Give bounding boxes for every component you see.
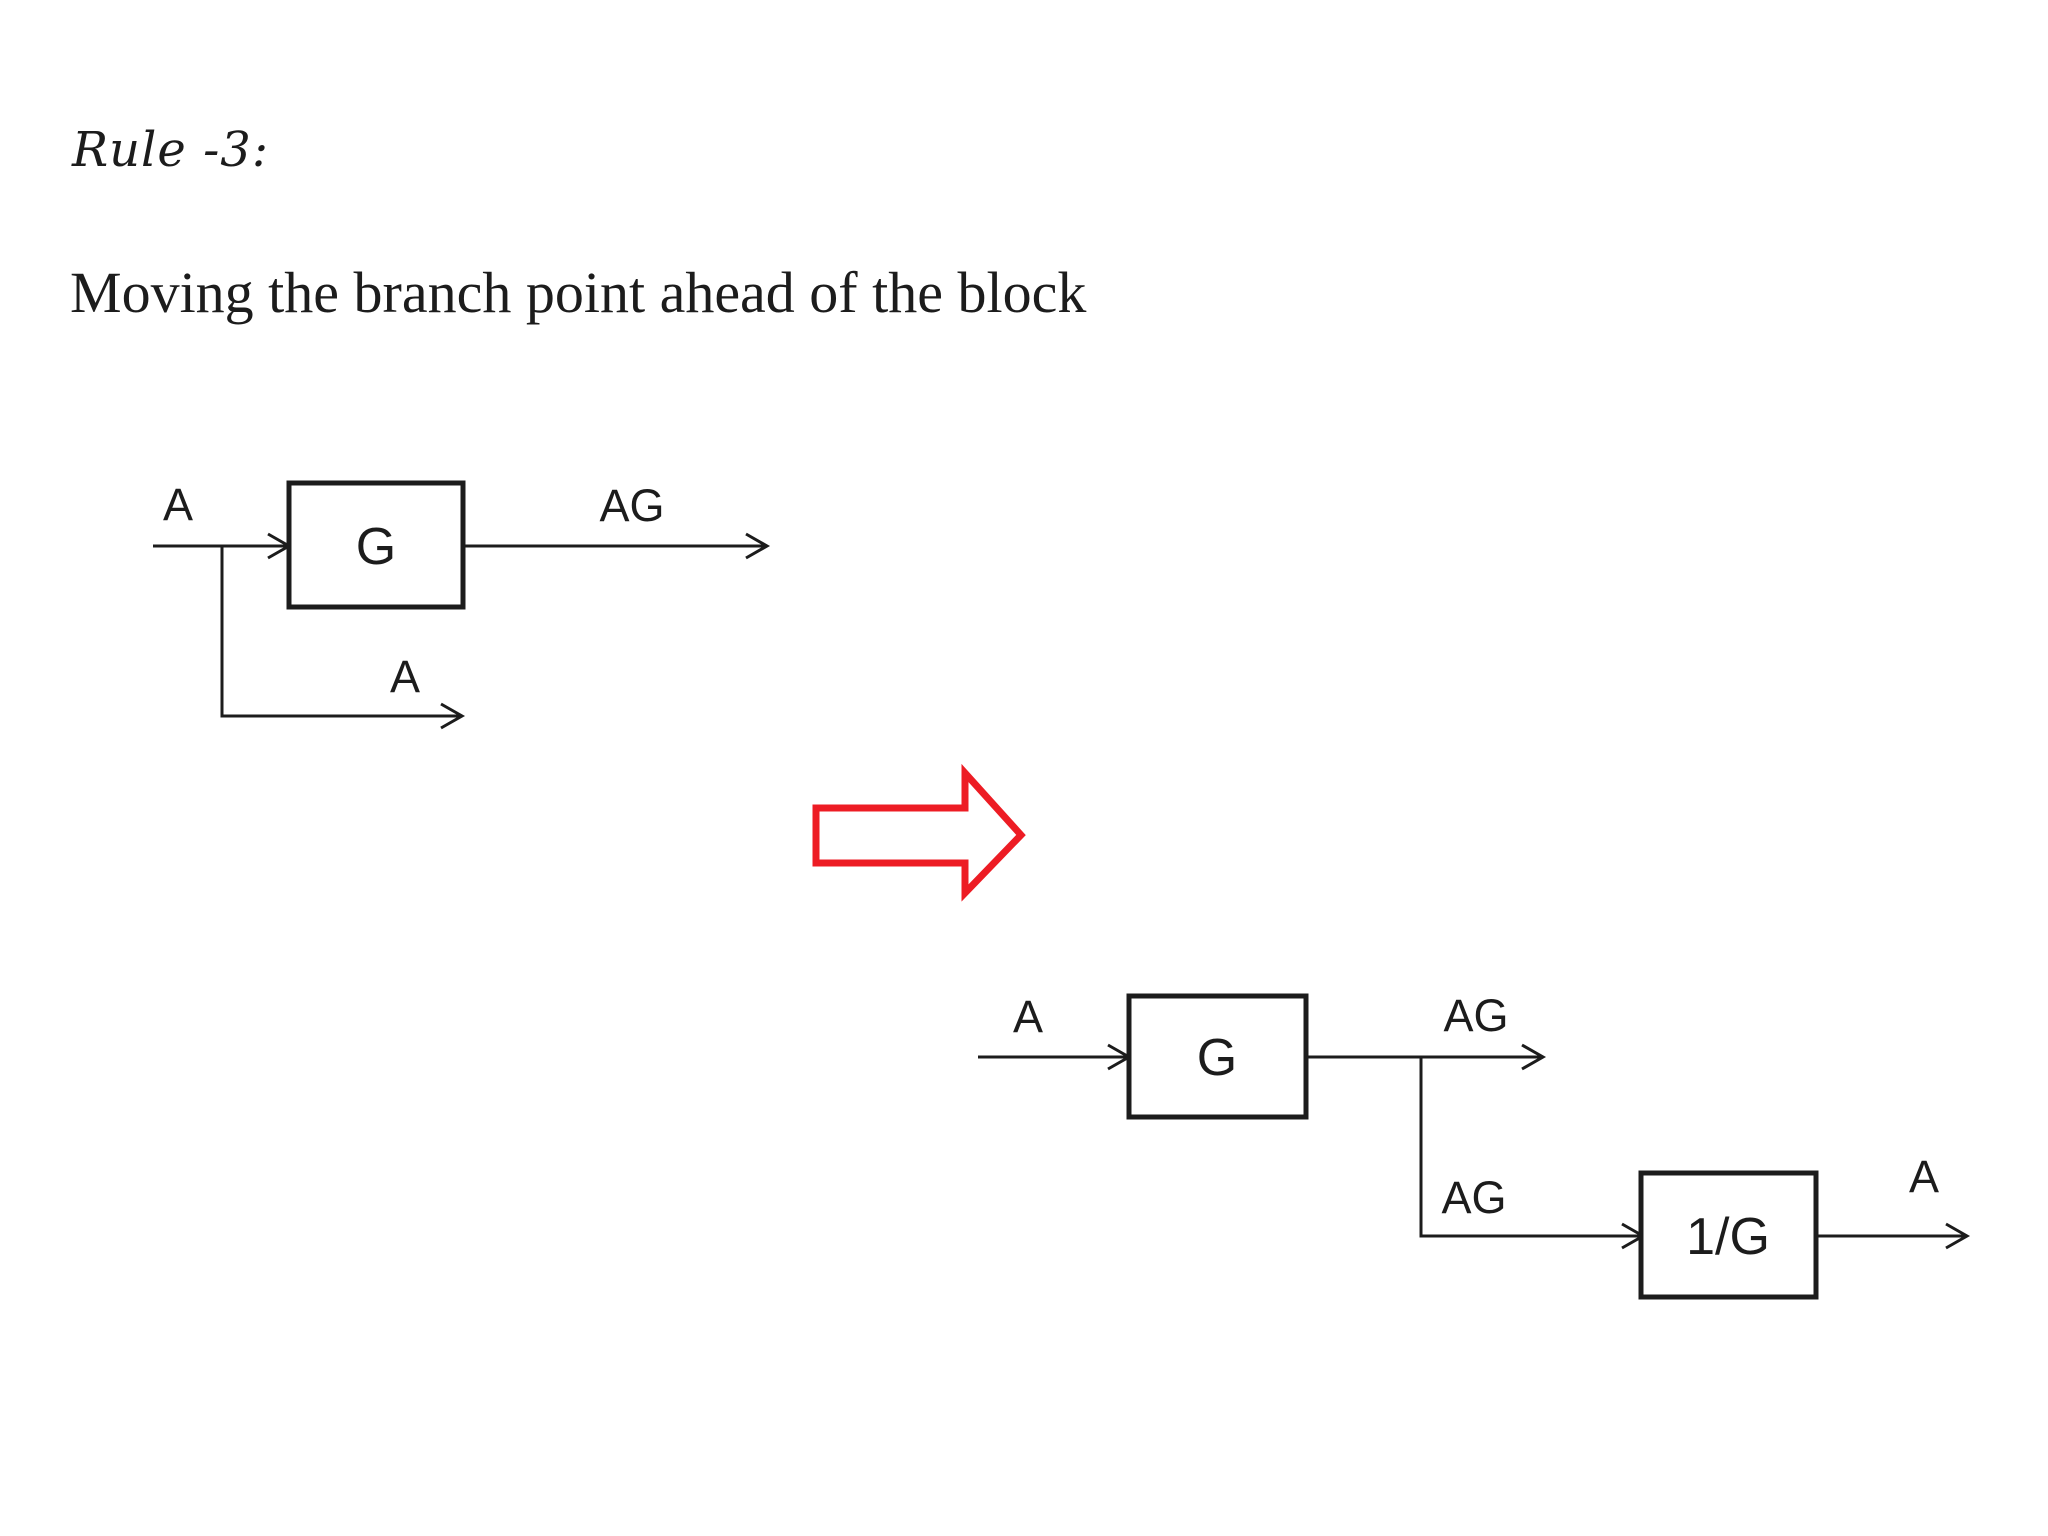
output-label-after: AG [1443,990,1508,1041]
branch-label-after: AG [1441,1172,1506,1223]
g-block-label-before: G [356,518,396,576]
page-subtitle: Moving the branch point ahead of the blo… [70,260,1087,325]
output-label-before: AG [599,480,664,531]
input-label-before: A [163,479,193,530]
transform-right-arrow-icon [812,763,1026,902]
inverse-g-block-label: 1/G [1686,1208,1770,1266]
final-label-after: A [1909,1151,1939,1202]
branch-arrow-before [220,546,466,730]
g-block-label-after: G [1197,1029,1237,1087]
branch-label-before: A [390,651,420,702]
page-title: Rule -3: [72,122,269,178]
inverse-g-block [1638,1170,1819,1300]
diagram-after: A G AG AG 1/G A [978,990,1971,1300]
g-block-before [286,480,466,610]
diagram-before: A G AG A [153,479,771,730]
input-label-after: A [1013,991,1043,1042]
branch-arrow-after [1419,1057,1647,1250]
g-block-after [1126,993,1309,1120]
